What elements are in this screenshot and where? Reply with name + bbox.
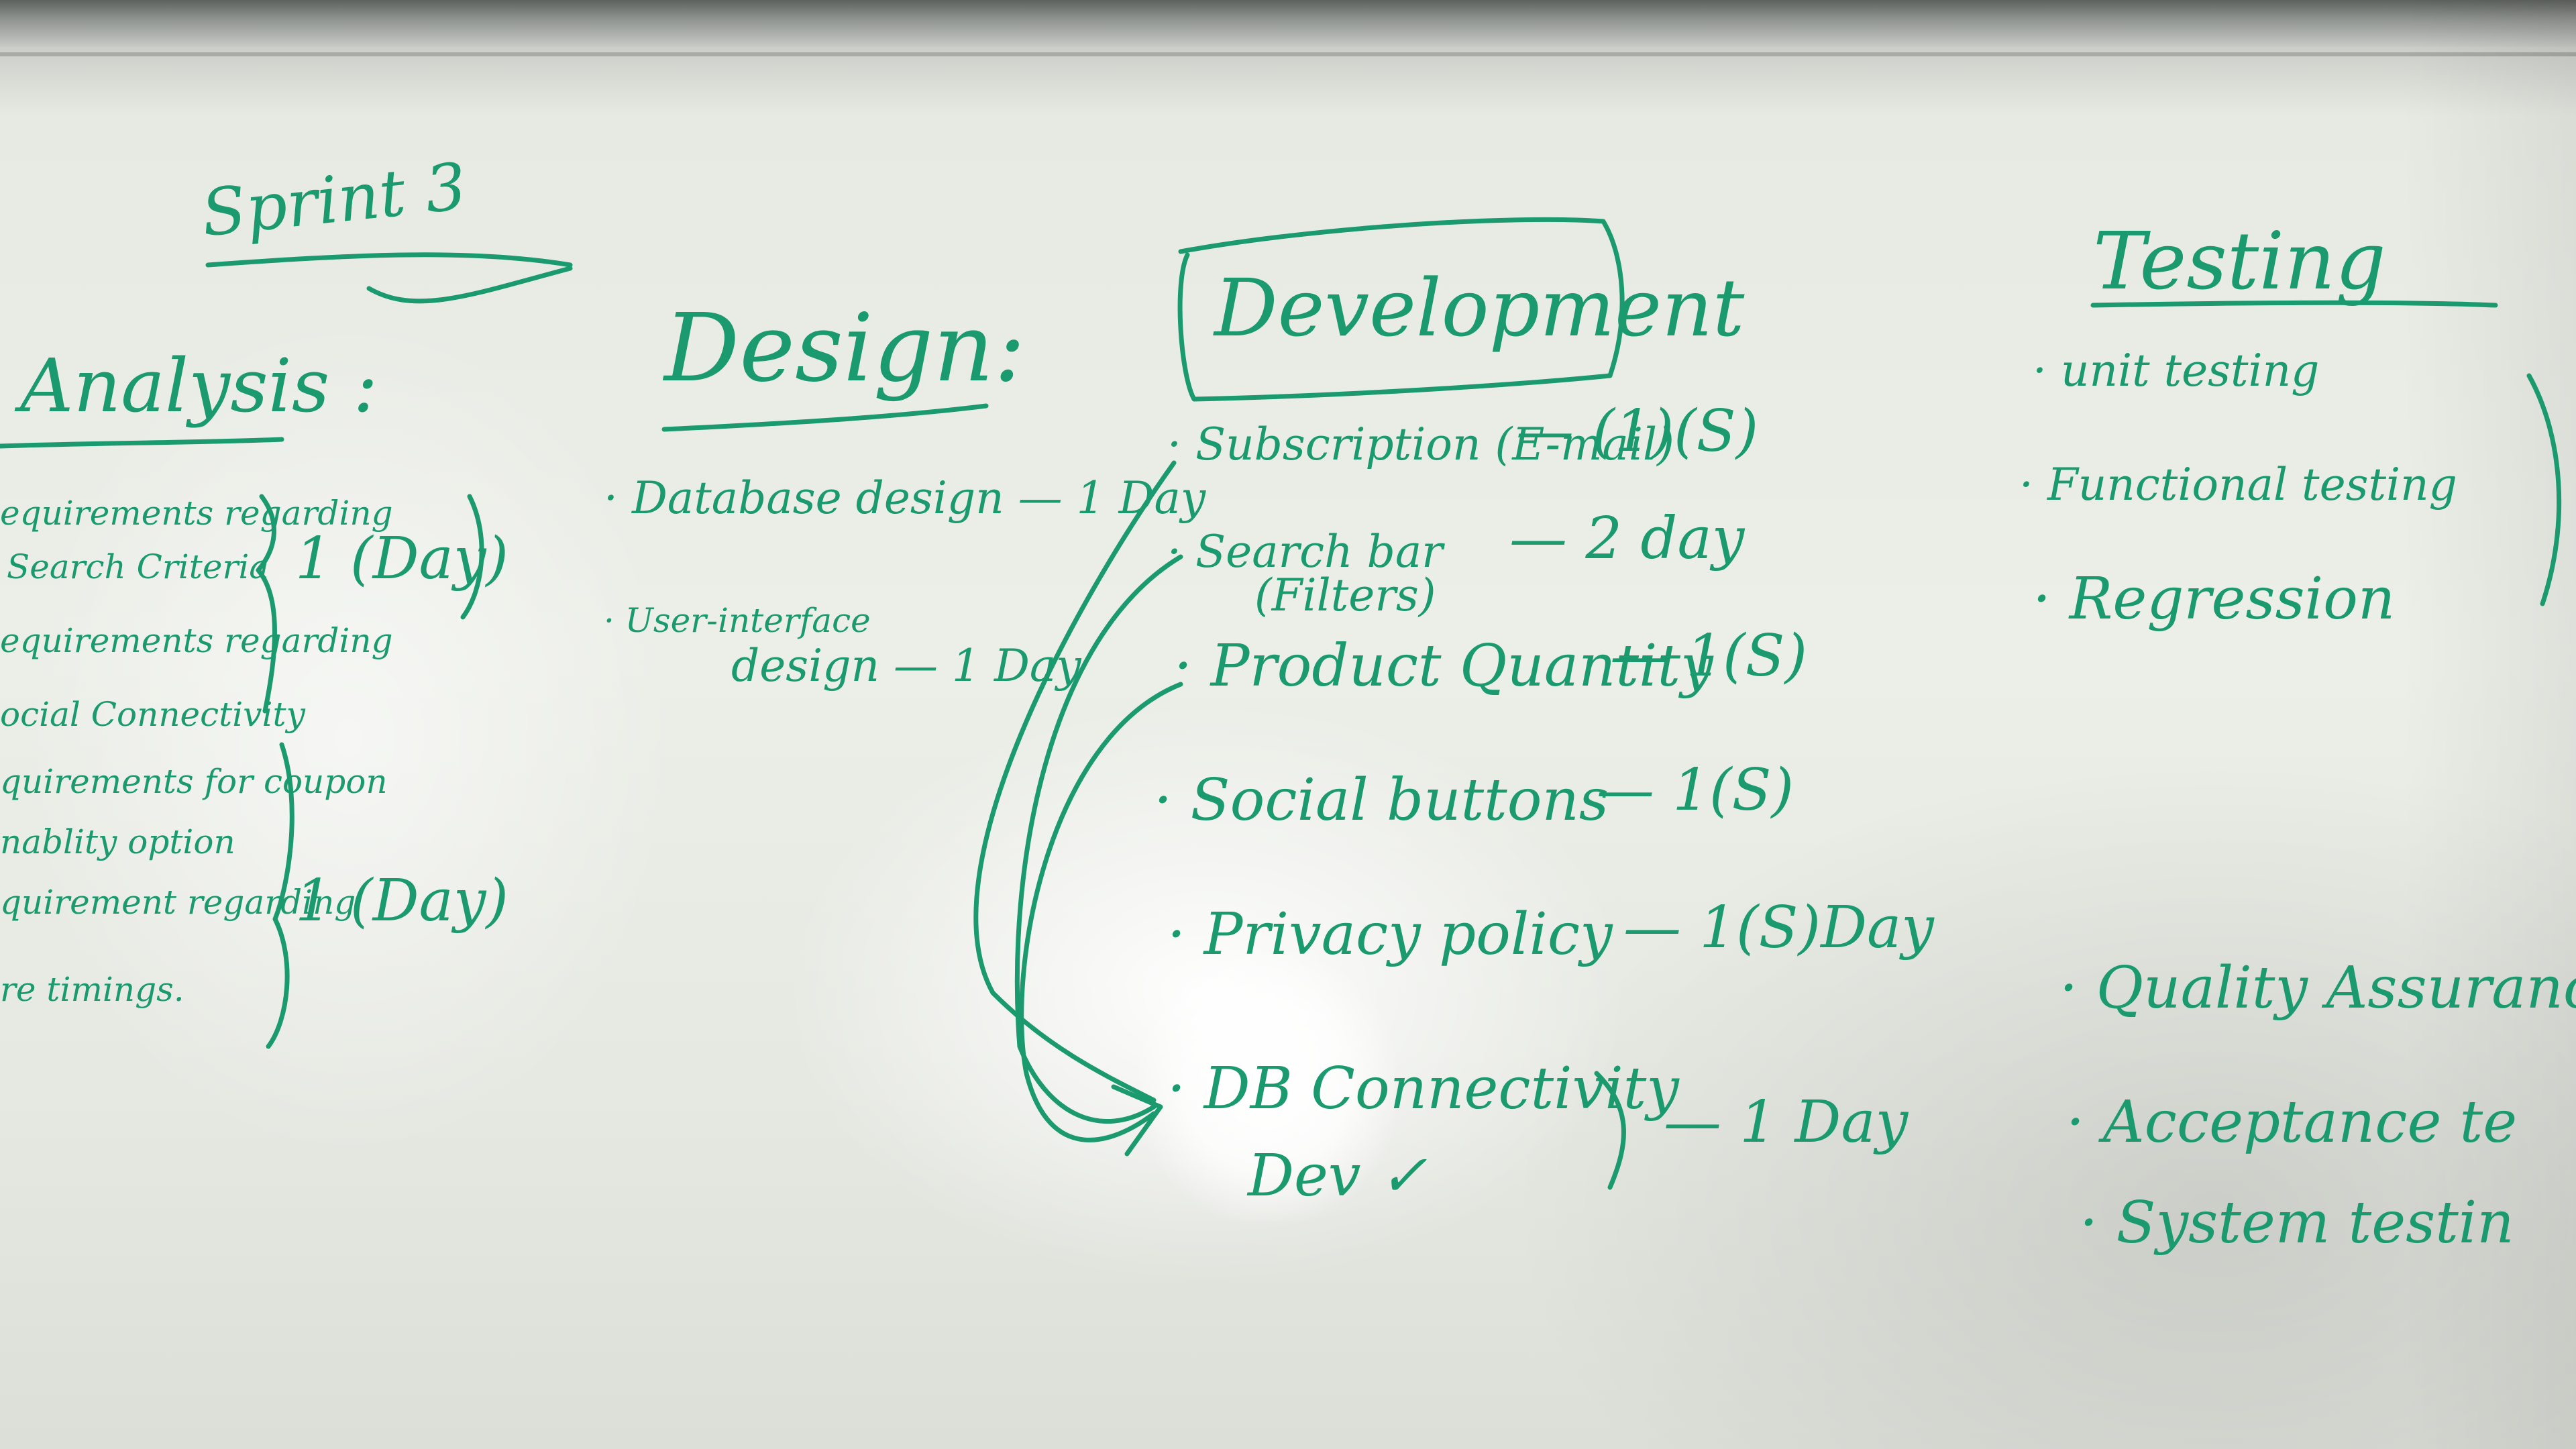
arrow-curve-3 — [1019, 682, 1183, 1142]
testing-bracket — [2526, 373, 2562, 606]
dev-item-estimate: — 1(S) — [1610, 623, 1808, 690]
analysis-heading: Analysis : — [20, 343, 378, 429]
dev-item-label: · DB Connectivity — [1167, 1055, 1679, 1122]
analysis-item: re timings. — [0, 970, 184, 1009]
testing-item: · Quality Assurance — [2059, 955, 2576, 1022]
dev-item-label: · Social buttons — [1154, 767, 1609, 834]
whiteboard-top-frame — [0, 0, 2576, 47]
analysis-underline — [0, 437, 284, 449]
testing-heading: Testing — [2093, 215, 2386, 307]
analysis-item: nablity option — [0, 822, 235, 861]
dev-item-label: · Subscription (E-mail) — [1167, 419, 1674, 470]
sprint-underline — [205, 252, 573, 268]
dev-item-label: · Search bar — [1167, 526, 1443, 578]
design-underline — [661, 403, 989, 432]
design-item: · User-interface — [604, 601, 871, 640]
dev-item-label: · Privacy policy — [1167, 901, 1613, 968]
dev-bracket — [1594, 1071, 1626, 1190]
dev-item-sublabel: (Filters) — [1254, 570, 1436, 621]
dev-item-estimate: — 1(S) — [1597, 757, 1794, 824]
development-heading: Development — [1214, 262, 1745, 354]
dev-note: Dev ✓ — [1248, 1142, 1428, 1210]
testing-item: · unit testing — [2033, 345, 2320, 396]
board-shadow — [2402, 0, 2576, 1449]
analysis-item: Search Criteria — [7, 547, 270, 586]
light-glare — [1140, 953, 1395, 1221]
analysis-item: quirement regarding — [0, 883, 356, 922]
dev-item-estimate: — (1)(S) — [1516, 398, 1759, 465]
analysis-item: quirements for coupon — [0, 762, 388, 801]
development-box — [1177, 217, 1625, 402]
testing-item: · System testin — [2080, 1189, 2514, 1256]
dev-item-estimate: — 1(S)Day — [1623, 894, 1934, 961]
testing-underline — [2090, 300, 2498, 308]
analysis-bracket-2 — [266, 742, 294, 1049]
analysis-item: equirements regarding — [0, 621, 393, 660]
testing-item: · Regression — [2033, 566, 2396, 633]
estimate-bracket — [460, 494, 484, 620]
dev-item-estimate: — 2 day — [1509, 505, 1745, 572]
dev-item-label: · Product Quantity — [1174, 633, 1713, 700]
design-item: · Database design — 1 Day — [604, 472, 1206, 524]
analysis-bracket-1 — [256, 494, 277, 714]
arrow-curve-2 — [1014, 554, 1183, 1124]
analysis-item: ocial Connectivity — [0, 695, 305, 734]
arrow-curve-1 — [973, 460, 1177, 1103]
arrow-head — [1111, 1084, 1163, 1157]
analysis-estimate: 1 (Day) — [295, 867, 508, 934]
marker-tray — [0, 52, 2576, 56]
testing-item: · Acceptance te — [2066, 1089, 2518, 1156]
dev-item-estimate: — 1 Day — [1664, 1089, 1909, 1156]
design-item: design — 1 Day — [731, 640, 1081, 692]
sprint-underline-tail — [366, 266, 573, 304]
analysis-item: equirements regarding — [0, 494, 393, 533]
analysis-estimate: 1 (Day) — [295, 525, 508, 592]
testing-item: · Functional testing — [2019, 459, 2457, 511]
design-heading: Design: — [664, 294, 1026, 403]
